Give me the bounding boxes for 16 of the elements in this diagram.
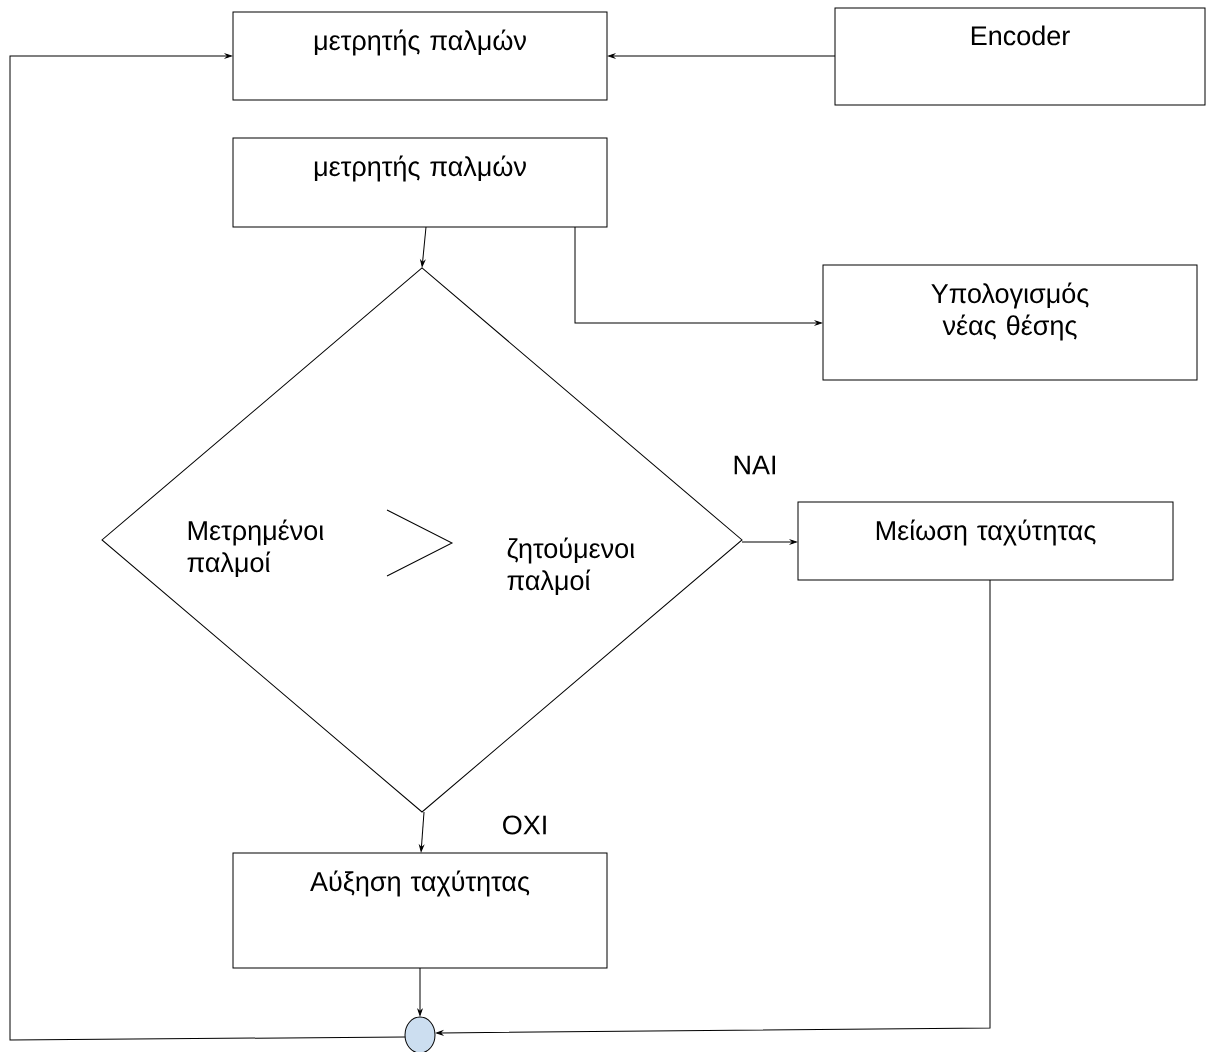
arrow (741, 539, 797, 545)
arrow (9, 53, 406, 1041)
arrow (436, 579, 991, 1036)
edge-label: ΟΧΙ (499, 813, 551, 837)
arrow (417, 967, 423, 1016)
arrow (420, 226, 427, 267)
arrow (608, 53, 836, 59)
process-box: μετρητής παλμών (232, 11, 608, 101)
process-box: Αύξηση ταχύτητας (232, 852, 608, 969)
process-box: Encoder (834, 7, 1206, 106)
arrow (419, 811, 425, 852)
process-box: Μείωση ταχύτητας (797, 501, 1174, 581)
process-box: μετρητής παλμών (232, 137, 608, 228)
process-box: Υπολογισμός νέας θέσης (822, 264, 1198, 381)
connector-circle (404, 1016, 436, 1052)
arrow (574, 226, 822, 326)
